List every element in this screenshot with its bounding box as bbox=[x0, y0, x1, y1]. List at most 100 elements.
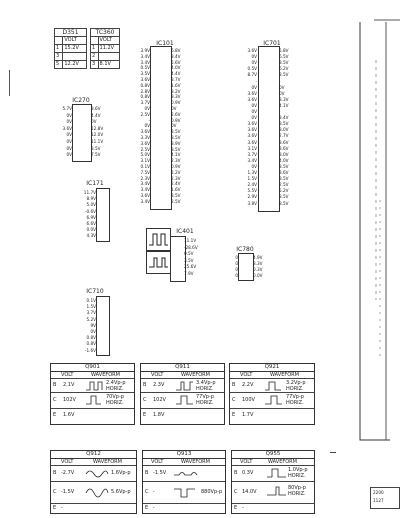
ic710-body bbox=[96, 296, 110, 356]
table-row bbox=[51, 392, 134, 409]
pulse-waveform-icon bbox=[149, 257, 168, 268]
q912-row-key: B bbox=[53, 470, 57, 476]
pin-voltage-label: 4.1V bbox=[279, 102, 289, 108]
pin-voltage-label: 2.5V bbox=[140, 111, 150, 117]
table-row bbox=[51, 481, 136, 504]
pin-voltage-label: 3.6V bbox=[247, 133, 257, 139]
pin-voltage-label: 3.6V bbox=[91, 106, 101, 111]
d351-pin: 1 bbox=[53, 44, 64, 53]
ic780-title: IC780 bbox=[236, 246, 254, 253]
q901-row-key: E bbox=[53, 412, 57, 418]
q913-table: Q913 VOLT WAVEFORM B -1.5V C - 880Vp-p E… bbox=[142, 450, 226, 514]
pin-voltage-label: 3.6V bbox=[140, 193, 150, 198]
pin-voltage-label: -1.6V bbox=[84, 347, 96, 353]
q912-row-volt: -2.7V bbox=[61, 470, 75, 476]
q901-row-volt: 1.6V bbox=[63, 412, 75, 418]
q901-row-volt: 2.1V bbox=[63, 382, 75, 388]
pin-voltage-label: 3.8V bbox=[247, 200, 257, 206]
pin-voltage-label: 3.7V bbox=[171, 77, 181, 82]
pin-voltage-label: 2.3V bbox=[171, 175, 181, 181]
sine-waveform-icon bbox=[85, 470, 109, 498]
d351-volt: 12.2V bbox=[62, 60, 87, 69]
q913-row-key: E bbox=[145, 505, 149, 511]
q911-row-volt: 2.3V bbox=[153, 382, 165, 388]
table-row bbox=[51, 378, 134, 393]
pin-voltage-label: 8.5V bbox=[279, 200, 289, 206]
q912-row-volt: -1.5V bbox=[61, 489, 75, 495]
q901-row-wave: 70Vp-p HORIZ. bbox=[106, 394, 124, 406]
tc360-col-header: VOLT bbox=[97, 36, 121, 45]
pin-voltage-label: 0V bbox=[279, 84, 285, 90]
table-row bbox=[232, 481, 314, 504]
pin-voltage-label: 7.9V bbox=[184, 271, 194, 276]
pin-voltage-label: 3.6V bbox=[279, 139, 289, 145]
pin-voltage-label: 2.7V bbox=[279, 133, 289, 139]
table-row bbox=[143, 465, 225, 482]
q955-table: Q955 VOLT WAVEFORM B 0.3V 1.0Vp-p HORIZ.… bbox=[231, 450, 315, 514]
pin-voltage-label: 3.3V bbox=[279, 96, 289, 102]
pin-voltage-label: 0.8V bbox=[140, 82, 150, 88]
pin-voltage-label: 5.2V bbox=[86, 316, 96, 322]
q911-row-wave: 77Vp-p HORIZ. bbox=[196, 394, 214, 406]
pin-voltage-label: 3.5V bbox=[279, 121, 289, 127]
q912-row-key: C bbox=[53, 489, 57, 495]
pin-voltage-label: 2.5V bbox=[171, 198, 181, 204]
q955-volt-header: VOLT bbox=[240, 459, 253, 465]
pin-voltage-label: 0.9V bbox=[171, 164, 181, 169]
pin-voltage-label: 3.9V bbox=[171, 140, 181, 146]
pin-voltage-label: 12.8V bbox=[91, 125, 104, 131]
pin-voltage-label: 1.5V bbox=[247, 176, 257, 182]
table-row bbox=[141, 378, 224, 393]
pin-voltage-label: 2.8V bbox=[140, 88, 150, 94]
margin-mark bbox=[9, 70, 10, 96]
table-row bbox=[230, 378, 314, 393]
d351-pin: 5 bbox=[53, 60, 64, 69]
ic401-waveform-box-1 bbox=[146, 228, 171, 251]
ic401-waveform-box-2 bbox=[146, 251, 171, 274]
pin-voltage-label: 0V bbox=[251, 115, 257, 121]
pin-voltage-label: 0V bbox=[171, 106, 177, 111]
pin-voltage-label: 3.7V bbox=[140, 100, 150, 106]
table-row bbox=[232, 503, 314, 513]
q921-waveform-header: WAVEFORM bbox=[270, 372, 299, 378]
q912-row-volt: - bbox=[61, 505, 63, 511]
tc360-pin: 1 bbox=[90, 44, 99, 53]
pin-voltage-label: - bbox=[255, 78, 257, 84]
pin-voltage-label: 0V bbox=[171, 123, 177, 129]
pin-voltage-label: 0.1V bbox=[86, 298, 96, 303]
q912-volt-header: VOLT bbox=[61, 459, 74, 465]
q955-row-volt: 0.3V bbox=[242, 470, 254, 476]
pin-voltage-label: 5.0V bbox=[140, 152, 150, 158]
q913-row-key: B bbox=[145, 470, 149, 476]
pin-voltage-label: 3.5V bbox=[279, 163, 289, 169]
ic171-body bbox=[96, 188, 110, 242]
pulse-waveform-icon bbox=[176, 381, 193, 405]
q901-volt-header: VOLT bbox=[61, 372, 74, 378]
q955-row-wave: 80Vp-p HORIZ. bbox=[288, 485, 306, 497]
q913-row-volt: - bbox=[153, 489, 155, 495]
corner-label-box: 2200 1127 bbox=[370, 487, 400, 509]
table-row bbox=[51, 503, 136, 513]
pin-voltage-label: 3.6V bbox=[247, 121, 257, 127]
pin-voltage-label: 4.4V bbox=[171, 71, 181, 77]
ic101-title: IC101 bbox=[156, 40, 174, 47]
pin-voltage-label: 3.1V bbox=[247, 145, 257, 151]
pin-voltage-label: 3.3V bbox=[140, 135, 150, 140]
board-edge-outline bbox=[359, 19, 400, 441]
corner-label-b: 1127 bbox=[373, 498, 384, 503]
pin-voltage-label: 2.3V bbox=[171, 158, 181, 164]
pin-voltage-label: 1.6V bbox=[171, 187, 181, 193]
q955-row-volt: 14.0V bbox=[242, 489, 257, 495]
pin-voltage-label: 0V bbox=[251, 102, 257, 108]
pin-voltage-label: 3.6V bbox=[279, 170, 289, 175]
q955-row-volt: - bbox=[242, 505, 244, 511]
pin-voltage-label: 3.4V bbox=[247, 157, 257, 163]
q955-title: Q955 bbox=[232, 451, 314, 459]
pin-voltage-label: - bbox=[279, 78, 281, 84]
pin-voltage-label: 0.8V bbox=[86, 341, 96, 347]
pin-voltage-label: 1.5V bbox=[86, 304, 96, 310]
q921-title: Q921 bbox=[230, 364, 314, 372]
tc360-volt bbox=[97, 52, 121, 61]
pin-voltage-label: 11.7V bbox=[83, 190, 96, 195]
